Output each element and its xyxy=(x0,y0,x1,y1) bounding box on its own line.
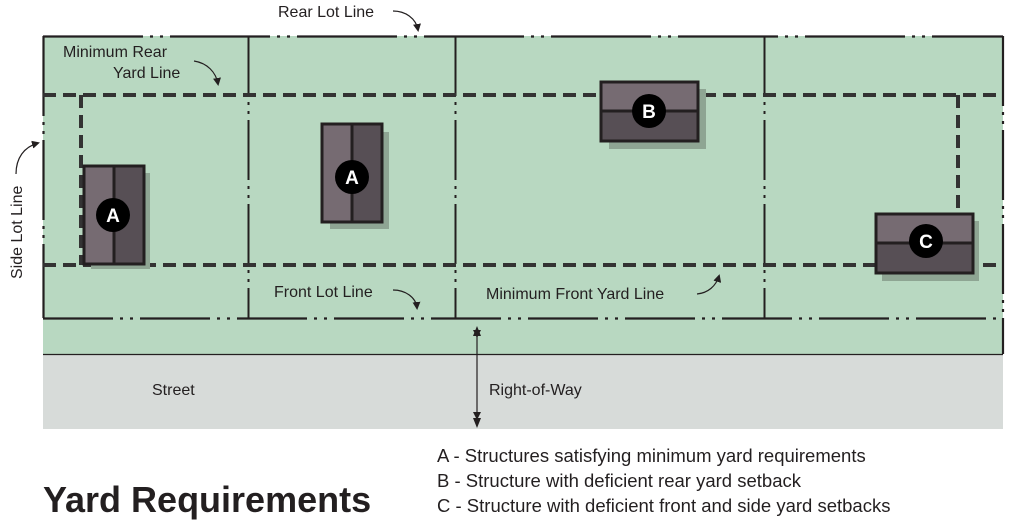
rear-lot-line-label: Rear Lot Line xyxy=(278,4,374,21)
structure-c-lot-4: C xyxy=(874,212,979,281)
structure-a-lot-1: A xyxy=(82,164,150,269)
structure-b-lot-3: B xyxy=(599,80,706,149)
minimum-rear-yard-line-label-1: Minimum Rear xyxy=(63,44,168,61)
structure-a-lot-2: A xyxy=(320,122,389,229)
front-lot-line-arrow xyxy=(392,289,421,310)
legend-item-c: C - Structure with deficient front and s… xyxy=(437,495,890,516)
badge-a xyxy=(96,198,130,232)
side-lot-line-arrow xyxy=(15,140,40,175)
badge-b xyxy=(632,94,666,128)
right-of-way-arrowhead-up xyxy=(473,326,481,336)
legend-item-a: A - Structures satisfying minimum yard r… xyxy=(437,445,866,466)
street-area xyxy=(43,354,1003,429)
badge-b-label: B xyxy=(642,102,656,123)
side-lot-line-label: Side Lot Line xyxy=(9,185,26,279)
lot-area xyxy=(43,36,1003,354)
badge-a-label: A xyxy=(106,206,120,227)
legend-item-b: B - Structure with deficient rear yard s… xyxy=(437,470,802,491)
front-lot-line-label: Front Lot Line xyxy=(274,284,373,301)
minimum-front-yard-line-label: Minimum Front Yard Line xyxy=(486,286,664,303)
badge-c xyxy=(909,224,943,258)
street-label: Street xyxy=(152,382,195,399)
right-of-way-label: Right-of-Way xyxy=(489,382,582,399)
minimum-front-yard-line-arrow xyxy=(696,274,722,295)
badge-a-label: A xyxy=(345,168,359,189)
minimum-rear-yard-line-label-2: Yard Line xyxy=(113,65,180,82)
rear-lot-line-arrow xyxy=(392,10,421,32)
badge-c-label: C xyxy=(919,232,933,253)
badge-a xyxy=(335,160,369,194)
minimum-rear-yard-line-arrow xyxy=(193,60,221,86)
legend: A - Structures satisfying minimum yard r… xyxy=(437,445,890,516)
diagram-title: Yard Requirements xyxy=(43,479,371,520)
right-of-way-arrowhead-down xyxy=(473,418,481,428)
